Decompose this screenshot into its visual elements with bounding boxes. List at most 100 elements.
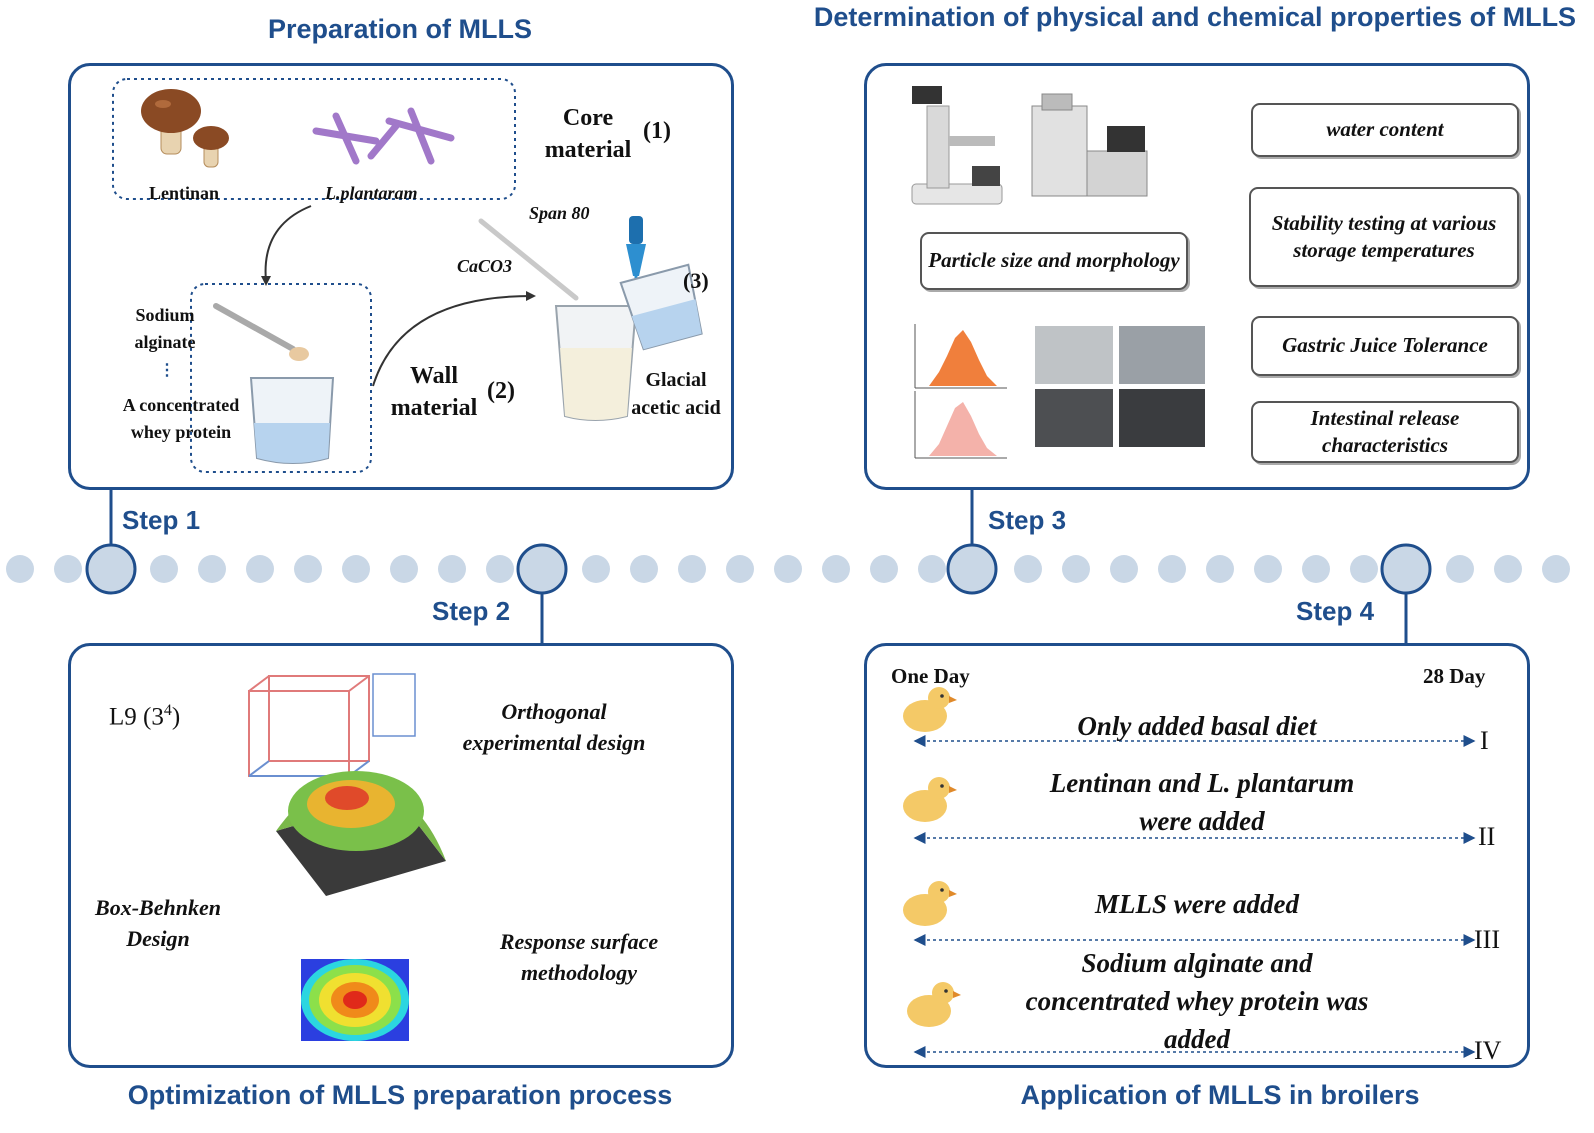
step4-node [1380,543,1432,595]
micrograph-4 [1119,389,1205,447]
stir-rod-icon [478,218,579,301]
mushroom-icon [141,89,229,168]
step-1-label: Step 1 [122,505,201,535]
bacteria-icon [312,107,455,165]
group-1-label: Only added basal diet [1077,711,1317,741]
timeline-dot [726,555,754,583]
response-surface-label: Response surface methodology [499,929,659,985]
day-end-label: 28 Day [1423,664,1486,688]
water-content-box: water content [1251,103,1519,157]
arrow-wall-to-mix [372,295,532,387]
l9-text: L9 (3 [109,703,164,731]
histogram-bottom [914,391,1007,459]
group-4-numeral: IV [1474,1036,1502,1065]
timeline-dot [438,555,466,583]
timeline-dot [774,555,802,583]
timeline-dot [870,555,898,583]
box-behnken-label: Box-Behnken Design [95,895,221,951]
l9-label: L9 (34) [109,702,180,731]
step2-node [516,543,568,595]
timeline-dot [1014,555,1042,583]
stability-testing-box: Stability testing at various storage tem… [1249,187,1519,287]
arrow-core-to-wall [264,205,312,282]
timeline-dot [342,555,370,583]
response-surface-plot [276,771,446,896]
acetic-acid-label: Glacial acetic acid [631,369,721,419]
micrograph-3 [1035,389,1113,447]
core-material-label: Core material [544,105,632,163]
application-panel: One Day 28 Day Only added basal diet Len… [864,643,1530,1068]
timeline-dots [6,555,1570,583]
day-start-label: One Day [891,664,970,688]
step-3-label: Step 3 [988,505,1067,535]
histogram-top [914,324,1007,389]
micrograph-1 [1035,326,1113,384]
cup-icon [619,263,703,351]
particle-size-box: Particle size and morphology [920,232,1188,290]
timeline-dot [1350,555,1378,583]
timeline-dot [294,555,322,583]
application-title: Application of MLLS in broilers [1020,1080,1420,1110]
timeline-dot [630,555,658,583]
step-4-label: Step 4 [1296,596,1375,626]
wall-material-number: (2) [487,378,515,404]
timeline-dot [1494,555,1522,583]
intestinal-release-box: Intestinal release characteristics [1251,401,1519,463]
group-1-numeral: I [1480,726,1489,755]
timeline-dot [150,555,178,583]
orthogonal-design-label: Orthogonal experimental design [462,699,646,755]
l9-close: ) [171,703,181,731]
wall-material-group [190,283,372,473]
timeline-dot [6,555,34,583]
l9-superscript: 4 [163,702,172,719]
lentinan-label: Lentinan [149,183,220,203]
dots-separator: ⋮ [159,362,175,379]
beaker-icon [249,377,335,464]
timeline-dot [1446,555,1474,583]
preparation-panel: Lentinan L.plantaram Core material (1) S… [68,63,734,490]
step3-number: (3) [683,268,709,293]
timeline-dot [390,555,418,583]
core-material-group [112,78,516,200]
sem-instrument-icon [1031,93,1148,197]
microscope-icon [911,86,1003,205]
spoon-icon [213,303,309,361]
timeline-dot [1254,555,1282,583]
chick-icon-2 [903,777,957,822]
chick-icon-3 [903,881,957,926]
timeline-dot [1206,555,1234,583]
timeline-dot [1542,555,1570,583]
step1-node [85,543,137,595]
gastric-juice-box: Gastric Juice Tolerance [1251,316,1519,376]
sodium-alginate-label: Sodium alginate [134,305,196,352]
contour-plot [301,959,409,1041]
timeline-dot [1158,555,1186,583]
timeline-dot [1062,555,1090,583]
step-2-label: Step 2 [432,596,511,626]
optimization-title: Optimization of MLLS preparation process [127,1080,673,1110]
chick-icon-1 [903,687,957,732]
timeline-dot [822,555,850,583]
core-material-number: (1) [643,118,671,144]
timeline-dot [1302,555,1330,583]
chick-icon-4 [907,982,961,1027]
micrograph-2 [1119,326,1205,384]
group-3-numeral: III [1474,925,1500,954]
step3-node [946,543,998,595]
timeline-dot [918,555,946,583]
glass-icon [554,305,638,421]
timeline-dot [582,555,610,583]
timeline-dot [198,555,226,583]
preparation-title: Preparation of MLLS [267,14,532,44]
plantarum-label: L.plantaram [325,183,418,203]
group-2-numeral: II [1478,822,1496,851]
whey-protein-label: A concentrated whey protein [122,395,240,442]
determination-panel: Particle size and morphology water conte… [864,63,1530,490]
timeline-dot [246,555,274,583]
group-2-label: Lentinan and L. plantarum were added [1049,768,1355,836]
timeline-dot [1110,555,1138,583]
group-3-label: MLLS were added [1095,889,1299,919]
span80-label: Span 80 [529,203,590,223]
orthogonal-cube-diagram [248,673,416,777]
timeline-dot [486,555,514,583]
